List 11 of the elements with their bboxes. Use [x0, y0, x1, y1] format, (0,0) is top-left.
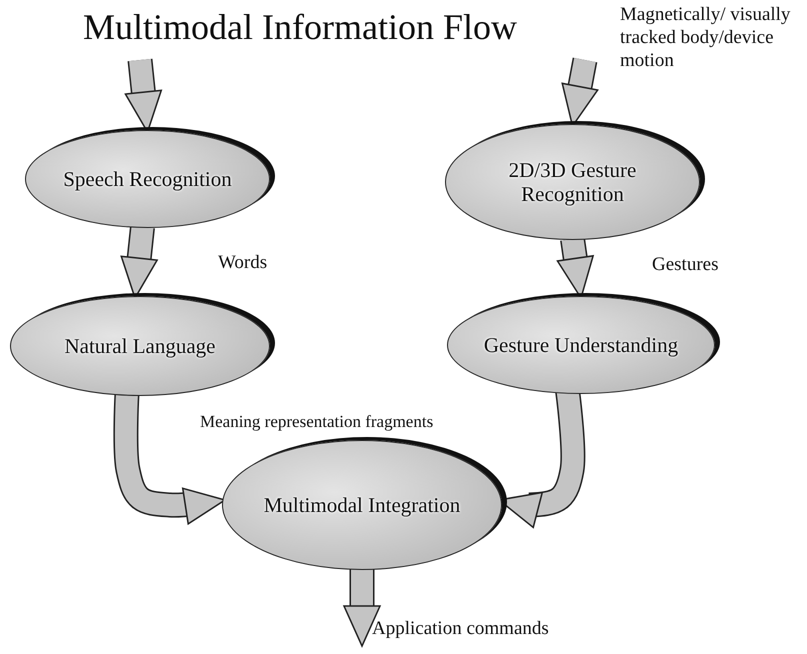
- edge-label: Words: [218, 252, 268, 275]
- annotation-label: Meaning representation fragments: [200, 412, 434, 432]
- edge-label: Application commands: [372, 618, 550, 641]
- node-label: 2D/3D Gesture Recognition: [508, 158, 638, 206]
- node-label: Gesture Understanding: [484, 332, 678, 358]
- edge-label: Magnetically/ visually tracked body/device motion: [620, 4, 792, 72]
- edge-label: Gestures: [652, 254, 720, 277]
- node-label: Multimodal Integration: [264, 492, 460, 518]
- node-label: Speech Recognition: [63, 166, 232, 192]
- node-label: Natural Language: [64, 334, 216, 358]
- diagram-title: Multimodal Information Flow: [82, 6, 518, 48]
